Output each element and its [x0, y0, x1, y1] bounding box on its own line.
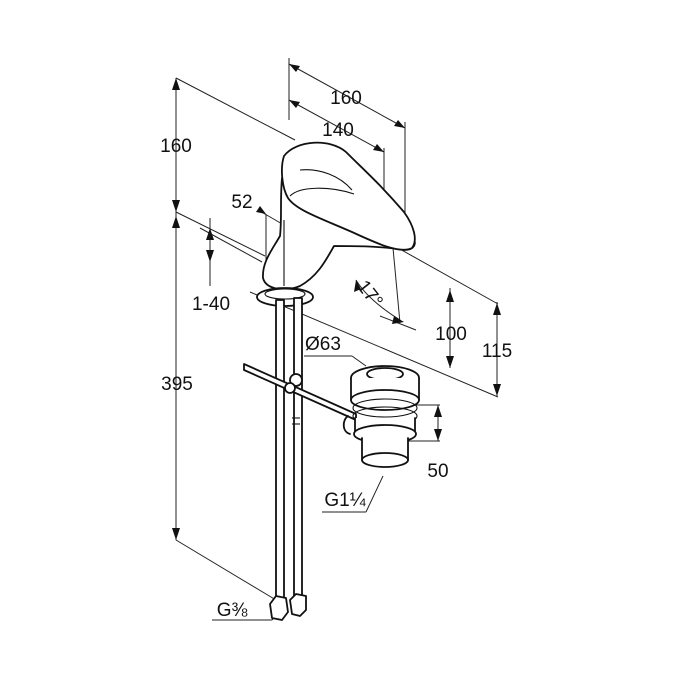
- dim-reach-total: 160: [330, 88, 362, 109]
- supply-hoses: [275, 297, 303, 599]
- dim-spout-height: 100: [435, 324, 467, 345]
- faucet-body: [256, 141, 416, 307]
- dim-height-top: 160: [160, 136, 192, 157]
- dim-drain-diameter: Ø63: [305, 334, 341, 355]
- drain-waste: [342, 365, 420, 468]
- dim-deck-thickness: 1-40: [192, 294, 230, 315]
- dim-drain-height: 50: [427, 461, 448, 482]
- dim-drain-thread: G1¼: [324, 490, 366, 511]
- dim-total-right: 115: [482, 341, 512, 362]
- dim-reach: 140: [322, 120, 354, 141]
- hose-connectors: [269, 593, 307, 621]
- dim-hose-thread: G⅜: [217, 600, 248, 621]
- dimension-arrowheads: [172, 64, 501, 540]
- dim-hose-length: 395: [161, 374, 193, 395]
- dim-handle-offset: 52: [231, 192, 252, 213]
